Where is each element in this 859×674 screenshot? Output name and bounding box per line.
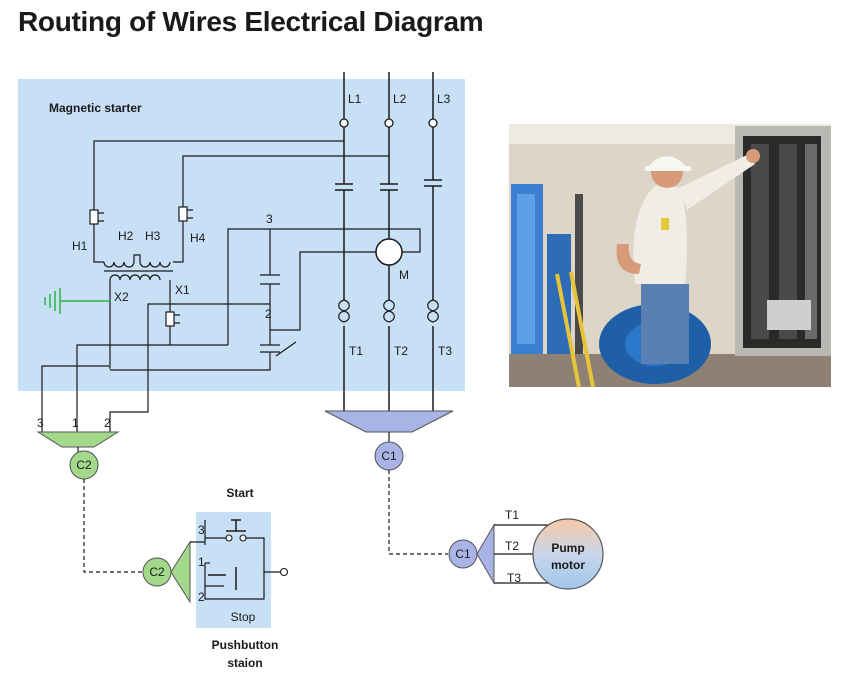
motor-funnel <box>476 523 495 585</box>
magnetic-starter-label: Magnetic starter <box>49 101 142 115</box>
cable-c2-pin-2: 2 <box>104 416 111 430</box>
connector-c2-bottom-label: C2 <box>149 565 165 579</box>
terminal-label-t2: T2 <box>394 344 408 358</box>
terminal-label-t1: T1 <box>349 344 363 358</box>
pump-motor-label-2: motor <box>551 558 585 572</box>
pushbutton-pin-2: 2 <box>198 590 205 604</box>
aux-label-2: 2 <box>265 307 272 321</box>
line-label-l2: L2 <box>393 92 407 106</box>
pump-motor <box>532 518 604 590</box>
cable-c1-funnel <box>324 410 454 433</box>
connector-c2-top-label: C2 <box>76 458 92 472</box>
pushbutton-wiring <box>190 519 289 600</box>
start-label: Start <box>226 486 253 500</box>
line-label-l3: L3 <box>437 92 451 106</box>
motor-coil <box>375 238 403 266</box>
control-wiring <box>41 140 421 432</box>
pushbutton-funnel <box>170 540 191 604</box>
pushbutton-station-label-1: Pushbutton <box>212 638 279 652</box>
connector-c1-bottom-label: C1 <box>455 547 471 561</box>
pushbutton-pin-1: 1 <box>198 555 205 569</box>
pushbutton-pin-3: 3 <box>198 523 205 537</box>
motor-terminal-t1: T1 <box>505 508 519 522</box>
motor-coil-label: M <box>399 268 409 282</box>
cable-c2-pin-3: 3 <box>37 416 44 430</box>
pushbutton-station-label-2: staion <box>227 656 262 670</box>
terminal-label-t3: T3 <box>438 344 452 358</box>
ground-icon <box>44 288 110 314</box>
coil-label-h3: H3 <box>145 229 161 243</box>
coil-label-x2: X2 <box>114 290 129 304</box>
cable-c2-funnel <box>36 431 120 448</box>
coil-label-h2: H2 <box>118 229 134 243</box>
motor-terminal-t2: T2 <box>505 539 519 553</box>
page-title: Routing of Wires Electrical Diagram <box>18 6 484 37</box>
coil-label-h4: H4 <box>190 231 206 245</box>
aux-label-3: 3 <box>266 212 273 226</box>
cable-c2-pin-1: 1 <box>72 416 79 430</box>
magnetic-starter-panel <box>18 79 465 391</box>
pump-motor-label-1: Pump <box>551 541 584 555</box>
connector-c1-top-label: C1 <box>381 449 397 463</box>
electrician-photo <box>509 124 831 387</box>
coil-label-x1: X1 <box>175 283 190 297</box>
coil-label-h1: H1 <box>72 239 88 253</box>
motor-terminal-t3: T3 <box>507 571 521 585</box>
line-label-l1: L1 <box>348 92 362 106</box>
stop-label: Stop <box>231 610 256 624</box>
